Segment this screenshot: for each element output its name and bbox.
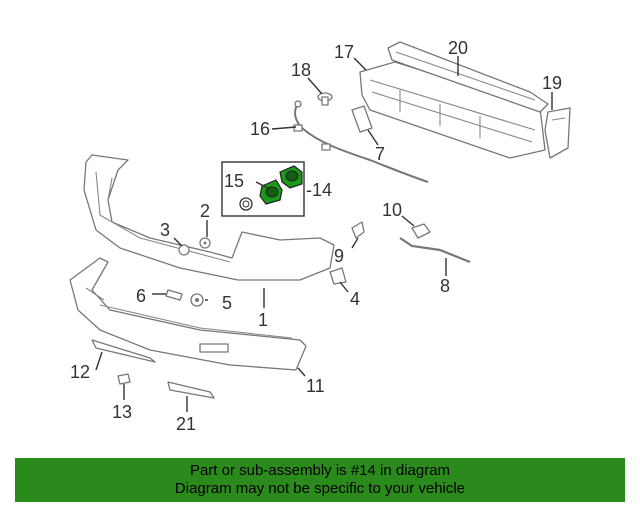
leader-lines: [95, 56, 553, 412]
callout-1: 1: [258, 310, 268, 330]
callout-20: 20: [448, 38, 468, 58]
lower-fascia: [69, 257, 307, 371]
callout-5: 5: [222, 293, 232, 313]
callout-13: 13: [112, 402, 132, 422]
bolt-18: [317, 92, 333, 106]
callout-7: 7: [375, 144, 385, 164]
callout-6: 6: [136, 286, 146, 306]
diagram-notice-banner: Part or sub-assembly is #14 in diagram D…: [15, 458, 625, 502]
energy-absorber: [387, 41, 549, 113]
callout-8: 8: [440, 276, 450, 296]
callouts: 1 2 3 4 5 6 7 8 9 10 11 12 13 -14 15 16 …: [70, 38, 562, 434]
sensor-kit-box: [221, 161, 305, 217]
callout-18: 18: [291, 60, 311, 80]
fastener-9: [351, 221, 365, 239]
callout-12: 12: [70, 362, 90, 382]
bracket-7: [351, 105, 373, 133]
side-bracket: [544, 107, 571, 159]
fastener-6: [165, 289, 183, 301]
callout-16: 16: [250, 119, 270, 139]
notice-line-2: Diagram may not be specific to your vehi…: [174, 480, 466, 497]
callout-3: 3: [160, 220, 170, 240]
callout-10: 10: [382, 200, 402, 220]
parts-diagram: 1 2 3 4 5 6 7 8 9 10 11 12 13 -14 15 16 …: [69, 38, 571, 434]
rod-8: [399, 237, 471, 264]
reflector-21: [167, 381, 215, 399]
clip-4: [329, 267, 347, 285]
callout-2: 2: [200, 201, 210, 221]
fastener-10: [411, 223, 431, 239]
callout-17: 17: [334, 42, 354, 62]
callout-14: -14: [306, 180, 332, 200]
callout-4: 4: [350, 289, 360, 309]
sensor-gasket-ring: [239, 197, 253, 211]
callout-21: 21: [176, 414, 196, 434]
fastener-5: [190, 293, 204, 307]
fastener-13: [117, 373, 131, 385]
fastener-3: [178, 244, 190, 256]
callout-15: 15: [224, 171, 244, 191]
notice-line-1: Part or sub-assembly is #14 in diagram: [189, 462, 451, 479]
sensor-housing-part: [279, 165, 303, 189]
fastener-2: [199, 237, 211, 249]
callout-11: 11: [306, 376, 325, 396]
callout-9: 9: [334, 246, 344, 266]
strip-12: [91, 339, 156, 363]
wiring-harness: [293, 100, 429, 183]
callout-19: 19: [542, 73, 562, 93]
